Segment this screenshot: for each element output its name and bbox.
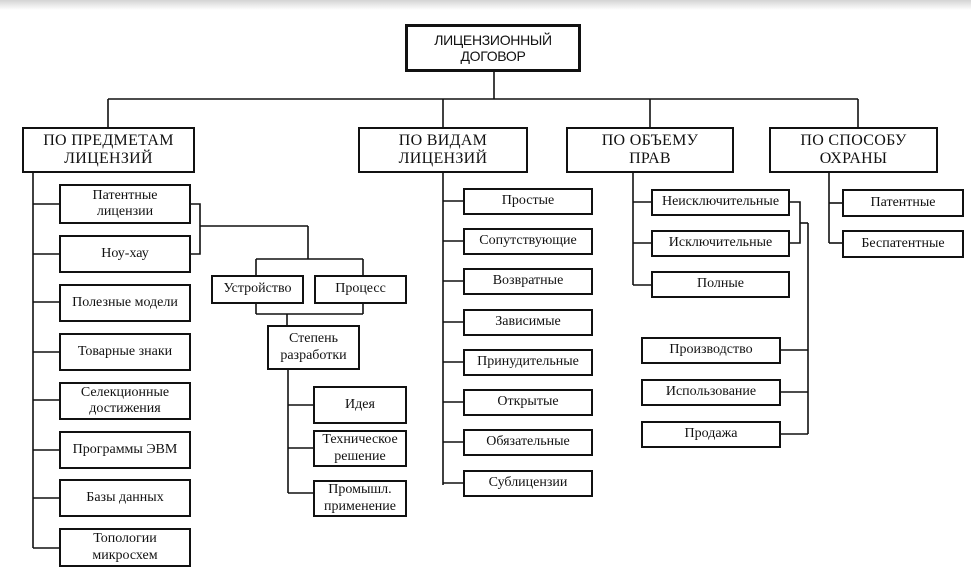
connector-patent-bracket xyxy=(190,203,201,255)
usage-production: Производство xyxy=(641,337,781,364)
subject-trademarks: Товарные знаки xyxy=(59,333,191,371)
type-open: Открытые xyxy=(463,389,593,416)
subject-databases: Базы данных xyxy=(59,479,191,517)
patent-object-device: Устройство xyxy=(211,275,304,304)
type-mandatory: Обязательные xyxy=(463,429,593,456)
root-node-license-agreement: ЛИЦЕНЗИОННЫЙ ДОГОВОР xyxy=(405,24,581,72)
type-simple: Простые xyxy=(463,188,593,215)
subject-chip-topologies: Топологии микросхем xyxy=(59,528,191,567)
subject-computer-programs: Программы ЭВМ xyxy=(59,431,191,469)
development-stage: Степень разработки xyxy=(267,325,360,370)
rights-exclusive: Исключительные xyxy=(651,230,790,257)
category-by-protection: ПО СПОСОБУ ОХРАНЫ xyxy=(769,127,938,173)
connector-rights-bracket xyxy=(789,201,801,244)
subject-utility-models: Полезные модели xyxy=(59,284,191,322)
rights-non-exclusive: Неисключительные xyxy=(651,189,790,216)
scan-edge xyxy=(0,0,971,10)
stage-idea: Идея xyxy=(313,386,407,424)
usage-use: Использование xyxy=(641,379,781,406)
category-by-types: ПО ВИДАМ ЛИЦЕНЗИЙ xyxy=(358,127,528,173)
protection-non-patent: Беспатентные xyxy=(842,230,964,258)
category-by-rights: ПО ОБЪЕМУ ПРАВ xyxy=(566,127,734,173)
category-by-subjects: ПО ПРЕДМЕТАМ ЛИЦЕНЗИЙ xyxy=(22,127,195,173)
subject-selection-achievements: Селекционные достижения xyxy=(59,382,191,420)
type-accompanying: Сопутствующие xyxy=(463,228,593,255)
usage-sale: Продажа xyxy=(641,421,781,448)
rights-full: Полные xyxy=(651,271,790,298)
subject-know-how: Ноу-хау xyxy=(59,235,191,273)
type-return: Возвратные xyxy=(463,268,593,295)
type-dependent: Зависимые xyxy=(463,309,593,336)
type-compulsory: Принудительные xyxy=(463,349,593,376)
stage-technical-solution: Техническое решение xyxy=(313,430,407,467)
type-sublicenses: Сублицензии xyxy=(463,470,593,497)
patent-object-process: Процесс xyxy=(314,275,407,304)
stage-industrial-application: Промышл. применение xyxy=(313,480,407,517)
subject-patent-licenses: Патентные лицензии xyxy=(59,184,191,224)
protection-patent: Патентные xyxy=(842,189,964,217)
